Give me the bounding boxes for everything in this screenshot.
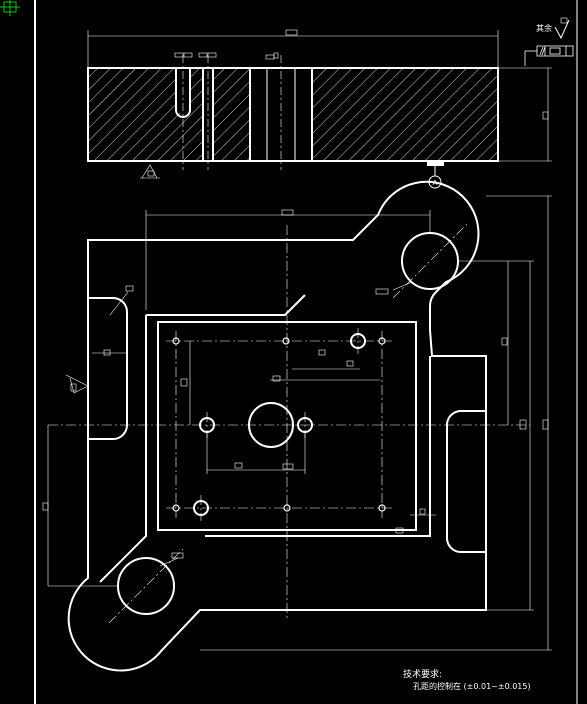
section-view	[87, 55, 499, 170]
plan-dimensions	[42, 195, 552, 651]
plan-view-outline	[67, 180, 487, 672]
centerlines	[48, 223, 530, 624]
tech-requirements-title: 技术要求:	[403, 668, 442, 680]
tech-requirements-note: 孔距的控制在 (±0.01~±0.015)	[413, 681, 531, 691]
drawing-frame	[34, 0, 578, 704]
parallelism-tolerance-frame	[524, 45, 574, 66]
roughness-note: 其余	[536, 17, 570, 40]
roughness-note-text: 其余	[536, 23, 552, 33]
section-dimensions	[87, 29, 552, 179]
ucs-icon[interactable]	[0, 0, 20, 16]
